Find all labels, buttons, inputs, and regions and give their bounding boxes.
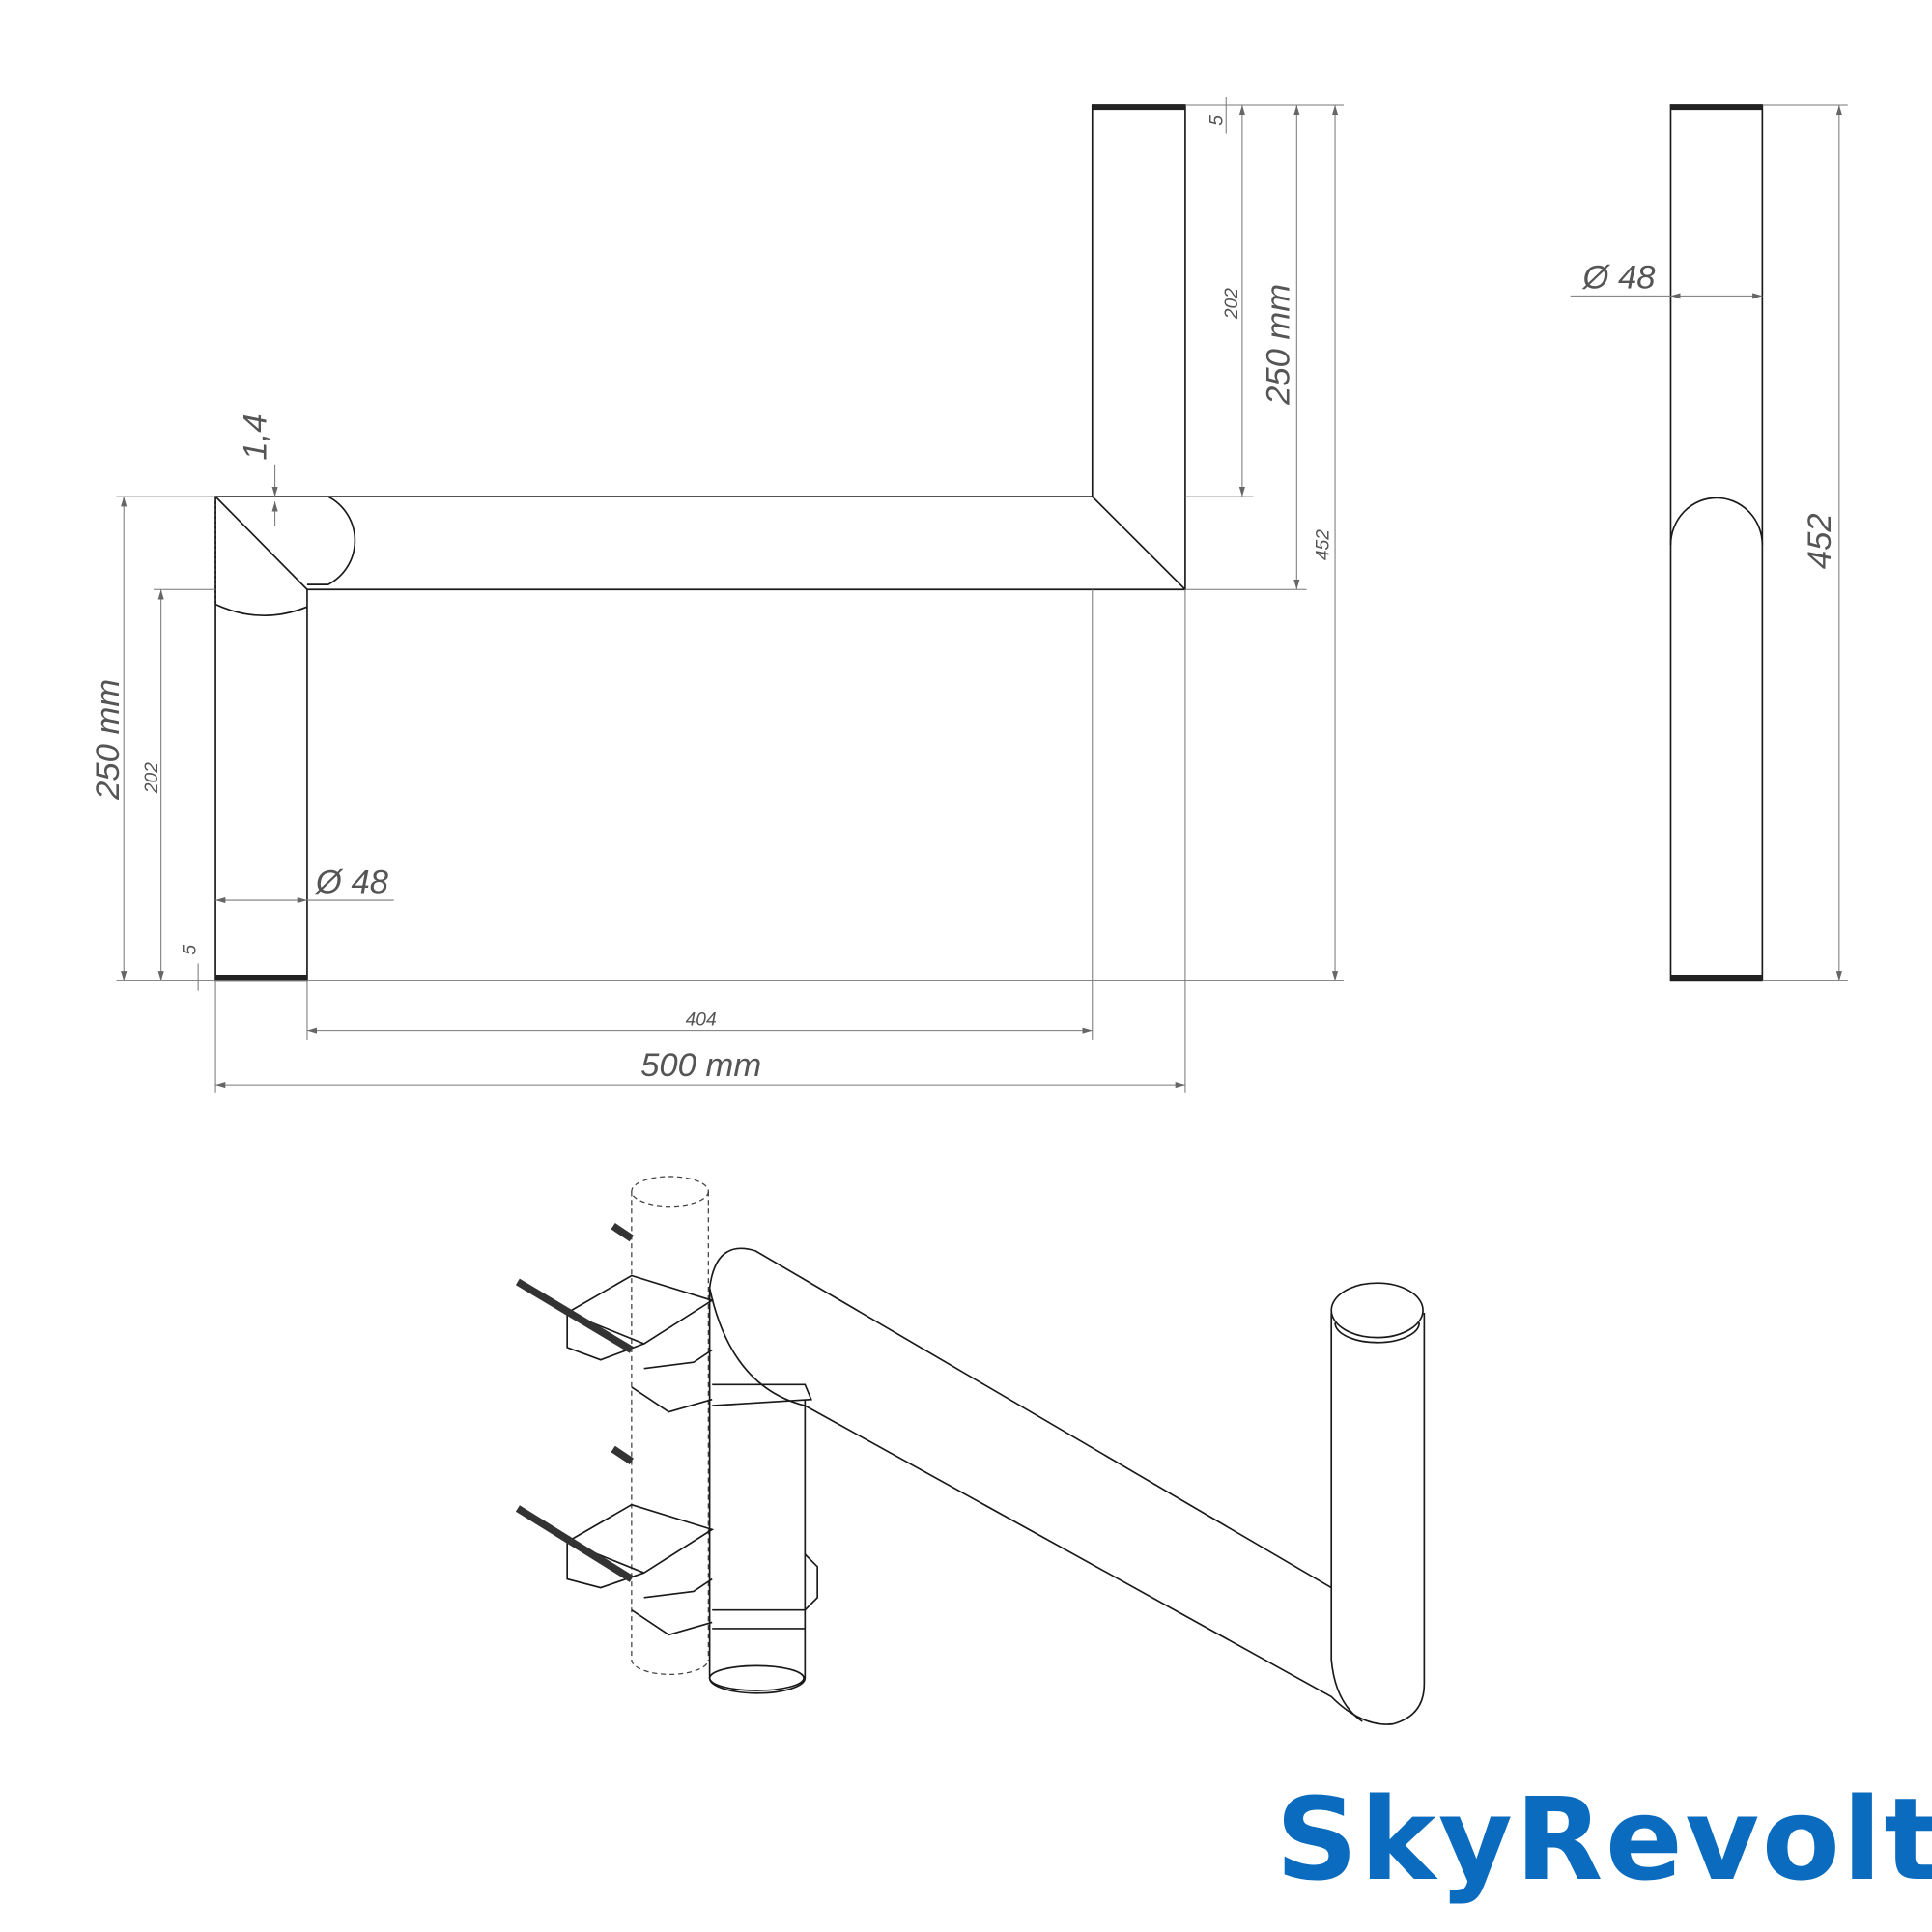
front-view: 250 mm 202 5 Ø 48 1,4 404 500 mm 5 202 2…: [90, 97, 1345, 1093]
dim-end-cap-right: 5: [1207, 115, 1227, 126]
skyrevolt-logo: SkyRevolt: [1276, 1774, 1932, 1906]
iso-mount-tube: [708, 1288, 807, 1694]
side-dim-diameter: Ø 48: [1581, 260, 1656, 297]
dim-height-right: 250 mm: [1261, 284, 1297, 406]
weld-arc-lower: [214, 603, 308, 617]
side-view: 452 Ø 48: [1570, 104, 1848, 982]
side-tube: [1669, 104, 1764, 982]
dim-inner-right: 202: [1222, 288, 1242, 320]
dim-inner-left: 202: [142, 762, 162, 794]
dim-end-cap-left: 5: [181, 945, 201, 955]
iso-arm-bottom: [804, 1312, 1426, 1725]
dim-diameter-front: Ø 48: [315, 864, 389, 900]
lower-clamp: [515, 1445, 818, 1636]
dim-inner-width: 404: [686, 1010, 717, 1031]
miter-right: [1092, 496, 1186, 590]
side-dim-height: 452: [1802, 513, 1838, 569]
iso-arm-top: [708, 1247, 1332, 1589]
iso-top-cap: [1330, 1282, 1424, 1339]
weld-arc-upper: [306, 496, 356, 585]
bracket-outline: [214, 104, 1186, 982]
bolt: [515, 1278, 634, 1353]
dim-height-left: 250 mm: [90, 679, 127, 801]
end-cap-right: [1092, 104, 1185, 111]
dim-total-height: 452: [1314, 529, 1334, 560]
side-arch: [1669, 497, 1764, 546]
upper-clamp: [515, 1223, 812, 1413]
dim-total-width: 500 mm: [640, 1047, 761, 1084]
isometric-view: [515, 1176, 1426, 1725]
end-cap-left: [215, 974, 307, 981]
dim-wall-thickness: 1,4: [238, 414, 274, 461]
mast-top: [631, 1176, 709, 1208]
miter-left: [214, 496, 308, 590]
